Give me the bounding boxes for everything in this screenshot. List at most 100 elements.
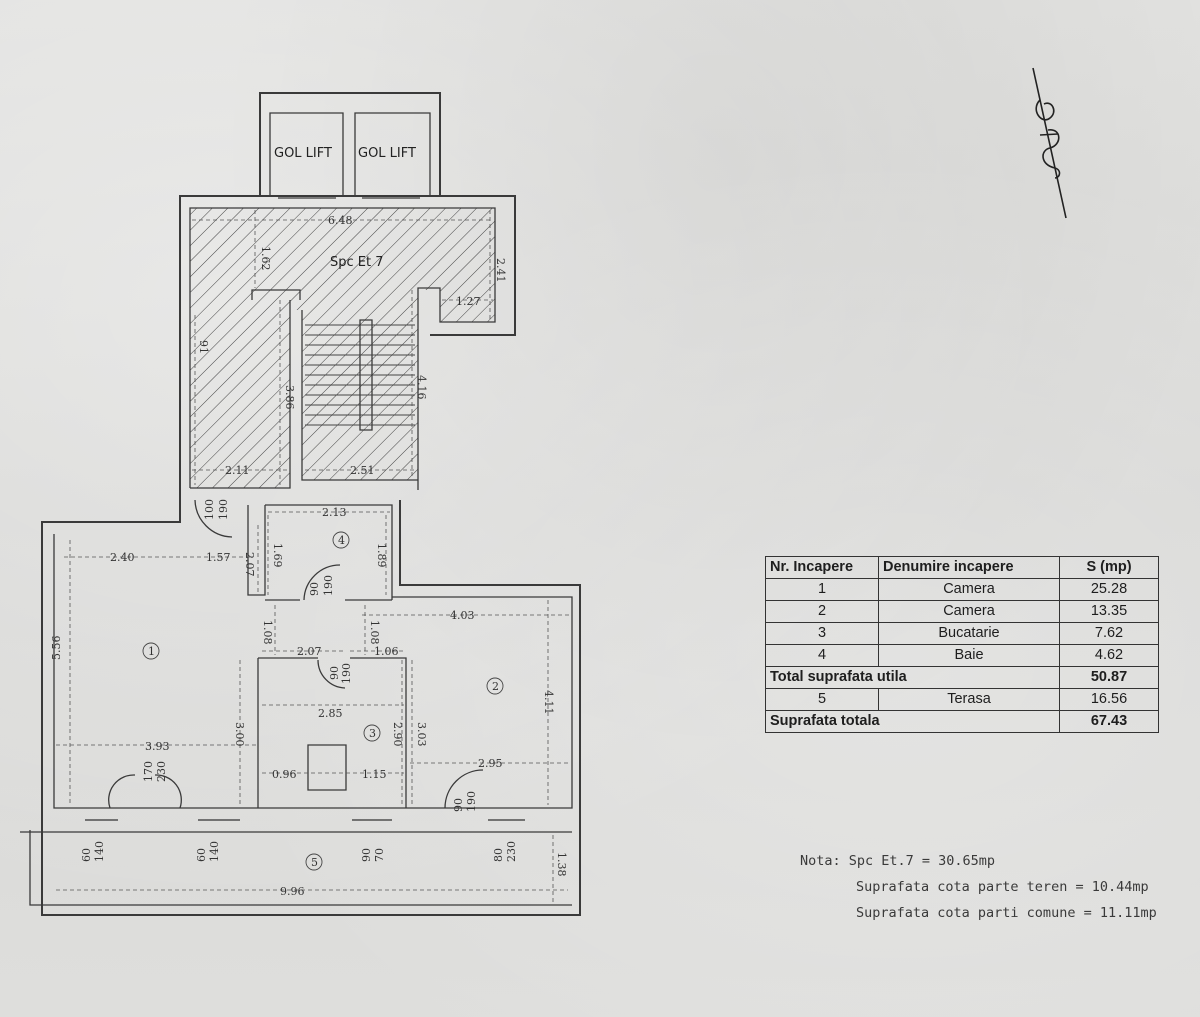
table-row: 3 Bucatarie 7.62 xyxy=(765,622,1159,645)
dim-1-69: 1.69 xyxy=(271,543,284,568)
opening-labels: 100 190 90 190 90 190 170 230 90 190 60 … xyxy=(80,499,518,862)
dim-3-93: 3.93 xyxy=(145,740,170,753)
table-row: 2 Camera 13.35 xyxy=(765,600,1159,623)
dim-2-40: 2.40 xyxy=(110,551,135,564)
room-nr: 1 xyxy=(765,578,879,601)
note-line-3: Suprafata cota parti comune = 11.11mp xyxy=(856,905,1157,921)
lift-label-right: GOL LIFT xyxy=(358,146,416,161)
window-b-height: 140 xyxy=(208,841,221,862)
dimension-lines xyxy=(56,210,570,903)
lift-label-left: GOL LIFT xyxy=(274,146,332,161)
door-b-width: 90 xyxy=(308,582,321,596)
room-number-5: 5 xyxy=(311,856,318,869)
dim-1-89: 1.89 xyxy=(375,543,388,568)
dim-1-06: 1.06 xyxy=(374,645,399,658)
total-util-row: Total suprafata utila 50.87 xyxy=(765,666,1159,689)
dim-1-15: 1.15 xyxy=(362,768,387,781)
total-util-label: Total suprafata utila xyxy=(765,666,1060,689)
dim-2-95: 2.95 xyxy=(478,757,503,770)
room-area: 25.28 xyxy=(1059,578,1159,601)
terrace-name: Terasa xyxy=(878,688,1060,711)
window-c-height: 70 xyxy=(373,848,386,862)
total-value: 67.43 xyxy=(1059,710,1159,733)
room-name: Baie xyxy=(878,644,1060,667)
door-b-height: 190 xyxy=(322,575,335,596)
door-e-width: 90 xyxy=(452,798,465,812)
room-nr: 3 xyxy=(765,622,879,645)
dim-1-08-right: 1.08 xyxy=(368,620,381,645)
door-a-height: 190 xyxy=(217,499,230,520)
common-area-label: Spc Et 7 xyxy=(330,255,384,270)
note-line-2: Suprafata cota parte teren = 10.44mp xyxy=(856,879,1149,895)
room-nr: 2 xyxy=(765,600,879,623)
door-d-height: 230 xyxy=(155,761,168,782)
apartment-walls xyxy=(20,500,581,916)
room-area: 4.62 xyxy=(1059,644,1159,667)
window-c-width: 90 xyxy=(360,848,373,862)
north-arrow-icon xyxy=(1032,67,1067,219)
terrace-nr: 5 xyxy=(765,688,879,711)
window-b-width: 60 xyxy=(195,848,208,862)
total-util-value: 50.87 xyxy=(1059,666,1159,689)
dim-3-86: 3.86 xyxy=(283,385,296,410)
room-number-4: 4 xyxy=(338,534,345,547)
room-area-table: Nr. Incapere Denumire incapere S (mp) 1 … xyxy=(765,556,1159,733)
dim-3-00: 3.00 xyxy=(233,722,246,747)
dim-2-13: 2.13 xyxy=(322,506,347,519)
room-area: 13.35 xyxy=(1059,600,1159,623)
dim-9-96: 9.96 xyxy=(280,885,305,898)
room-name: Camera xyxy=(878,600,1060,623)
hatched-common-area xyxy=(190,208,495,488)
dim-3-03: 3.03 xyxy=(415,722,428,747)
dim-2-07: 2.07 xyxy=(297,645,322,658)
door-arcs xyxy=(108,499,484,809)
window-d-height: 230 xyxy=(505,841,518,862)
stairs xyxy=(305,324,415,426)
window-a-width: 60 xyxy=(80,848,93,862)
notes-block: Nota: Spc Et.7 = 30.65mp Suprafata cota … xyxy=(800,848,1157,926)
table-header-row: Nr. Incapere Denumire incapere S (mp) xyxy=(765,556,1159,579)
note-line-1: Nota: Spc Et.7 = 30.65mp xyxy=(800,853,996,869)
room-numbers: 1 2 3 4 5 xyxy=(142,531,504,871)
table-row: 5 Terasa 16.56 xyxy=(765,688,1159,711)
dim-6-48: 6.48 xyxy=(328,214,353,227)
dim-1-38: 1.38 xyxy=(555,852,568,877)
dim-4-11: 4.11 xyxy=(542,690,555,715)
lift-shafts xyxy=(259,92,441,199)
dim-91: 91 xyxy=(197,340,210,354)
window-d-width: 80 xyxy=(492,848,505,862)
window-a-height: 140 xyxy=(93,841,106,862)
dim-4-16: 4.16 xyxy=(415,375,428,400)
room-name: Bucatarie xyxy=(878,622,1060,645)
room-area: 7.62 xyxy=(1059,622,1159,645)
door-e-height: 190 xyxy=(465,791,478,812)
total-row: Suprafata totala 67.43 xyxy=(765,710,1159,733)
dim-2-11: 2.11 xyxy=(225,464,250,477)
dim-4-03: 4.03 xyxy=(450,609,475,622)
dim-1-08-left: 1.08 xyxy=(261,620,274,645)
table-row: 4 Baie 4.62 xyxy=(765,644,1159,667)
header-area: S (mp) xyxy=(1059,556,1159,579)
dim-2-85: 2.85 xyxy=(318,707,343,720)
header-room-name: Denumire incapere xyxy=(878,556,1060,579)
room-number-3: 3 xyxy=(369,727,376,740)
table-row: 1 Camera 25.28 xyxy=(765,578,1159,601)
door-d-width: 170 xyxy=(142,761,155,782)
room-nr: 4 xyxy=(765,644,879,667)
dim-5-56: 5.56 xyxy=(50,636,63,661)
dim-0-96: 0.96 xyxy=(272,768,297,781)
dimension-labels: 6.48 1.62 2.41 1.27 91 3.86 4.16 2.11 2.… xyxy=(50,214,568,898)
dim-2-41: 2.41 xyxy=(494,258,507,283)
door-a-width: 100 xyxy=(203,499,216,520)
door-c-height: 190 xyxy=(340,663,353,684)
common-area-walls xyxy=(179,195,516,500)
total-label: Suprafata totala xyxy=(765,710,1060,733)
room-number-2: 2 xyxy=(492,680,499,693)
room-name: Camera xyxy=(878,578,1060,601)
header-room-number: Nr. Incapere xyxy=(765,556,879,579)
dim-2-07-vertical: 2.07 xyxy=(243,552,256,577)
dim-2-90: 2.90 xyxy=(391,722,404,747)
dim-1-62: 1.62 xyxy=(259,246,272,271)
